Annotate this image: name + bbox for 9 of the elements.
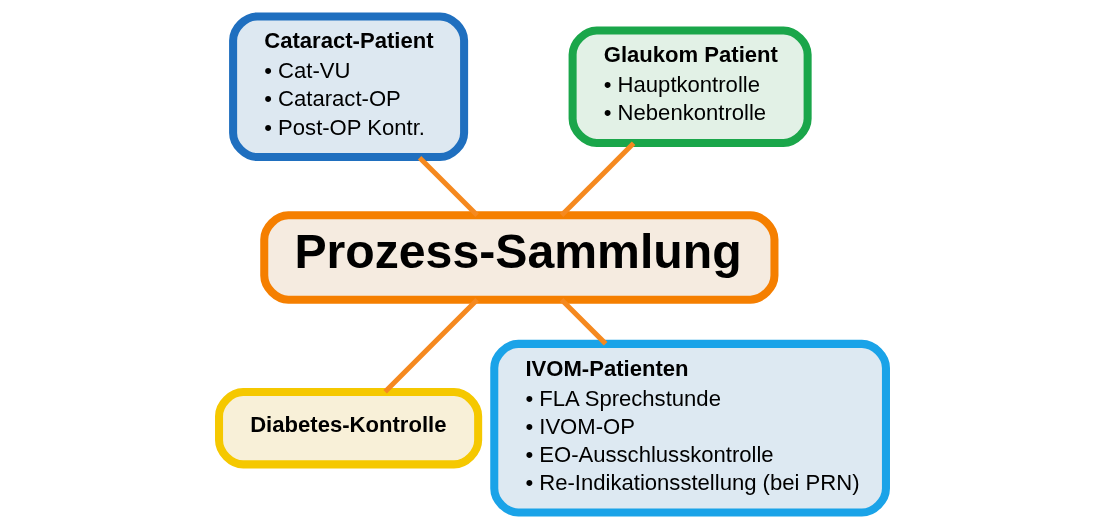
connector [559, 297, 608, 346]
node-box: Prozess-Sammlung [260, 211, 779, 304]
connector [559, 141, 636, 218]
node-box: Diabetes-Kontrolle [215, 388, 483, 469]
node-box: IVOM-Patienten • FLA Sprechstunde • IVOM-OP • EO-Ausschlusskontrolle • Re-Indikationsstellung (bei PRN) [490, 339, 890, 517]
node-box: Cataract-Patient • Cat-VU • Cataract-OP • Post-OP Kontr. [229, 12, 469, 162]
node-box: Glaukom Patient • Hauptkontrolle • Nebenkontrolle [568, 26, 812, 147]
connector [417, 155, 479, 218]
connector [383, 297, 479, 394]
